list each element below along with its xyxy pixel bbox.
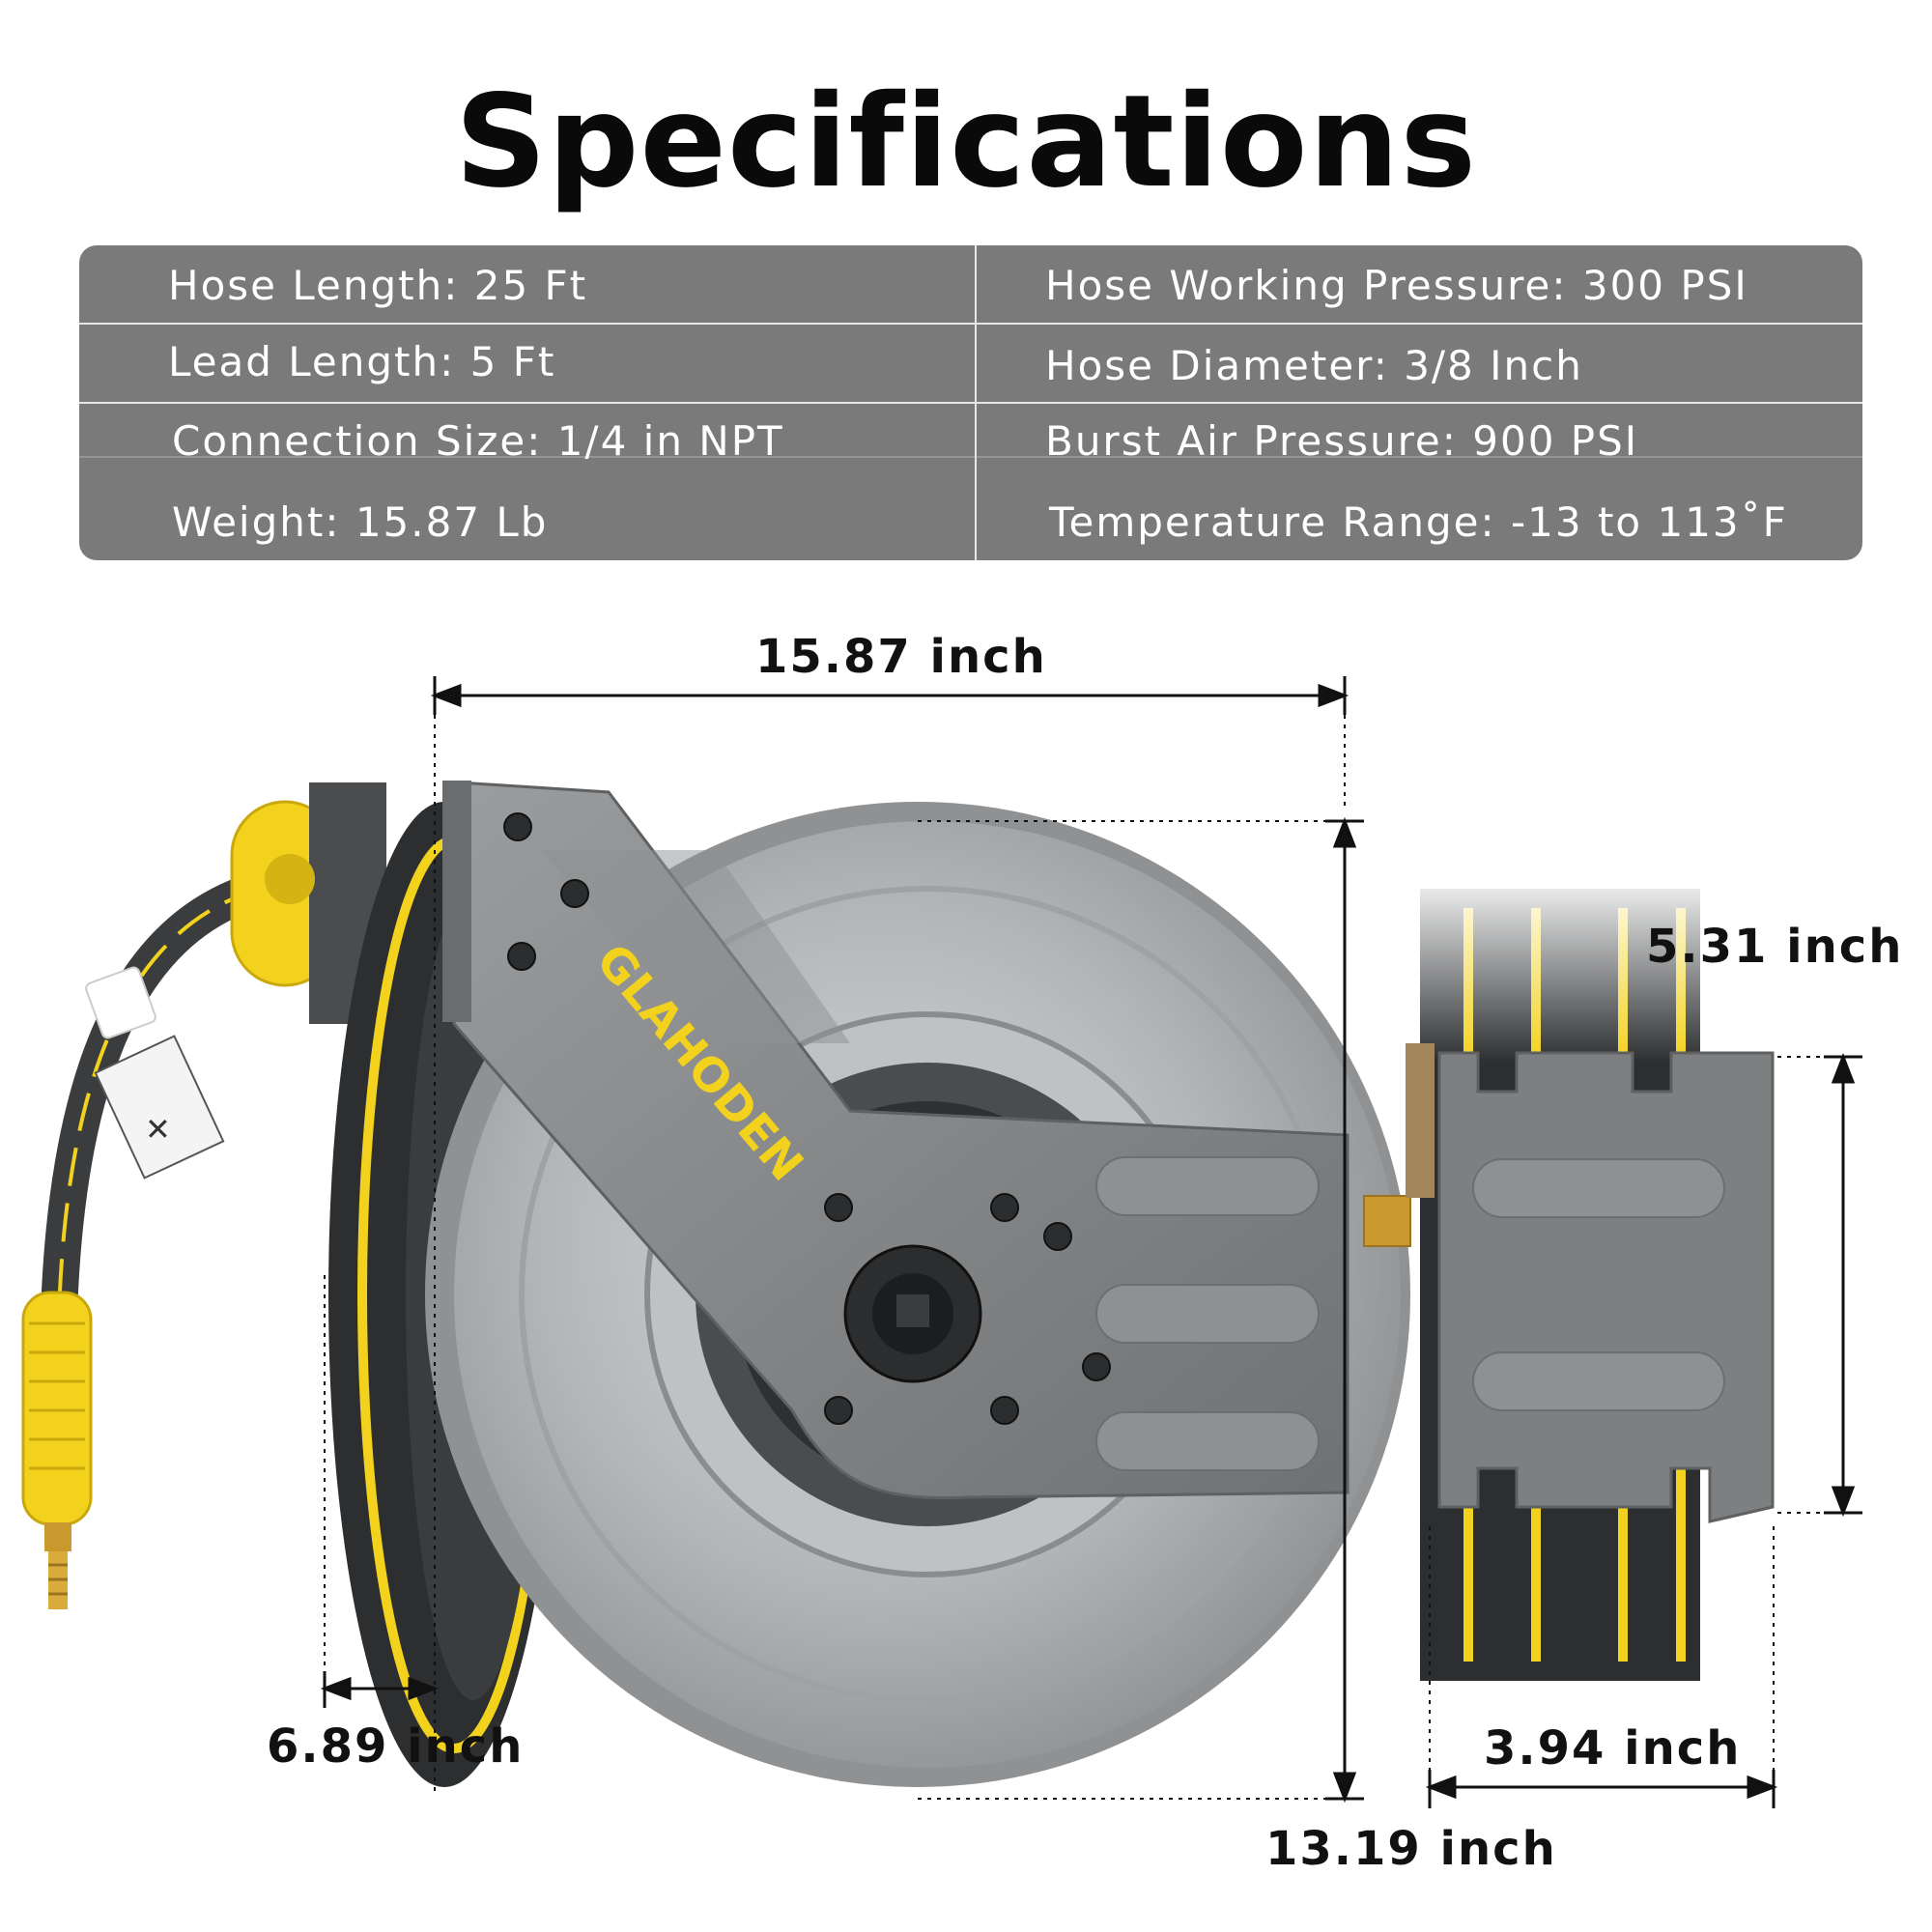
dimension-height-label: 13.19 inch xyxy=(1265,1822,1557,1876)
spec-connection-size: Connection Size: 1/4 in NPT xyxy=(172,417,784,465)
spec-hose-length: Hose Length: 25 Ft xyxy=(168,262,588,309)
svg-text:✕: ✕ xyxy=(145,1111,171,1148)
spec-row-divider xyxy=(79,323,1862,325)
spec-hose-diameter: Hose Diameter: 3/8 Inch xyxy=(1045,342,1583,389)
bracket-bolts xyxy=(503,812,1111,1425)
spec-temperature-range: Temperature Range: -13 to 113˚F xyxy=(1049,498,1788,546)
side-view-bracket xyxy=(1363,1043,1775,1523)
dimension-bracket-height-label: 5.31 inch xyxy=(1646,920,1904,974)
spec-burst-pressure: Burst Air Pressure: 900 PSI xyxy=(1045,417,1639,465)
spec-table: Hose Length: 25 Ft Lead Length: 5 Ft Con… xyxy=(79,245,1862,560)
page-title: Specifications xyxy=(454,68,1478,216)
brass-fitting-icon xyxy=(44,1522,71,1609)
hose-end-sleeve xyxy=(21,1291,93,1526)
dimension-bracket-width-label: 3.94 inch xyxy=(1484,1721,1742,1776)
spec-lead-length: Lead Length: 5 Ft xyxy=(168,338,556,385)
reel-hub xyxy=(843,1244,982,1383)
dimension-lines xyxy=(320,676,1862,1808)
spec-working-pressure: Hose Working Pressure: 300 PSI xyxy=(1045,262,1748,309)
dimension-width-label: 15.87 inch xyxy=(755,630,1047,684)
lead-hose: ✕ xyxy=(40,870,279,1525)
dimension-depth-label: 6.89 inch xyxy=(267,1719,525,1774)
spec-weight: Weight: 15.87 Lb xyxy=(172,498,549,546)
spec-row-divider-faint xyxy=(79,456,1862,458)
reel-bracket xyxy=(442,781,1350,1500)
spec-row-divider xyxy=(79,402,1862,404)
